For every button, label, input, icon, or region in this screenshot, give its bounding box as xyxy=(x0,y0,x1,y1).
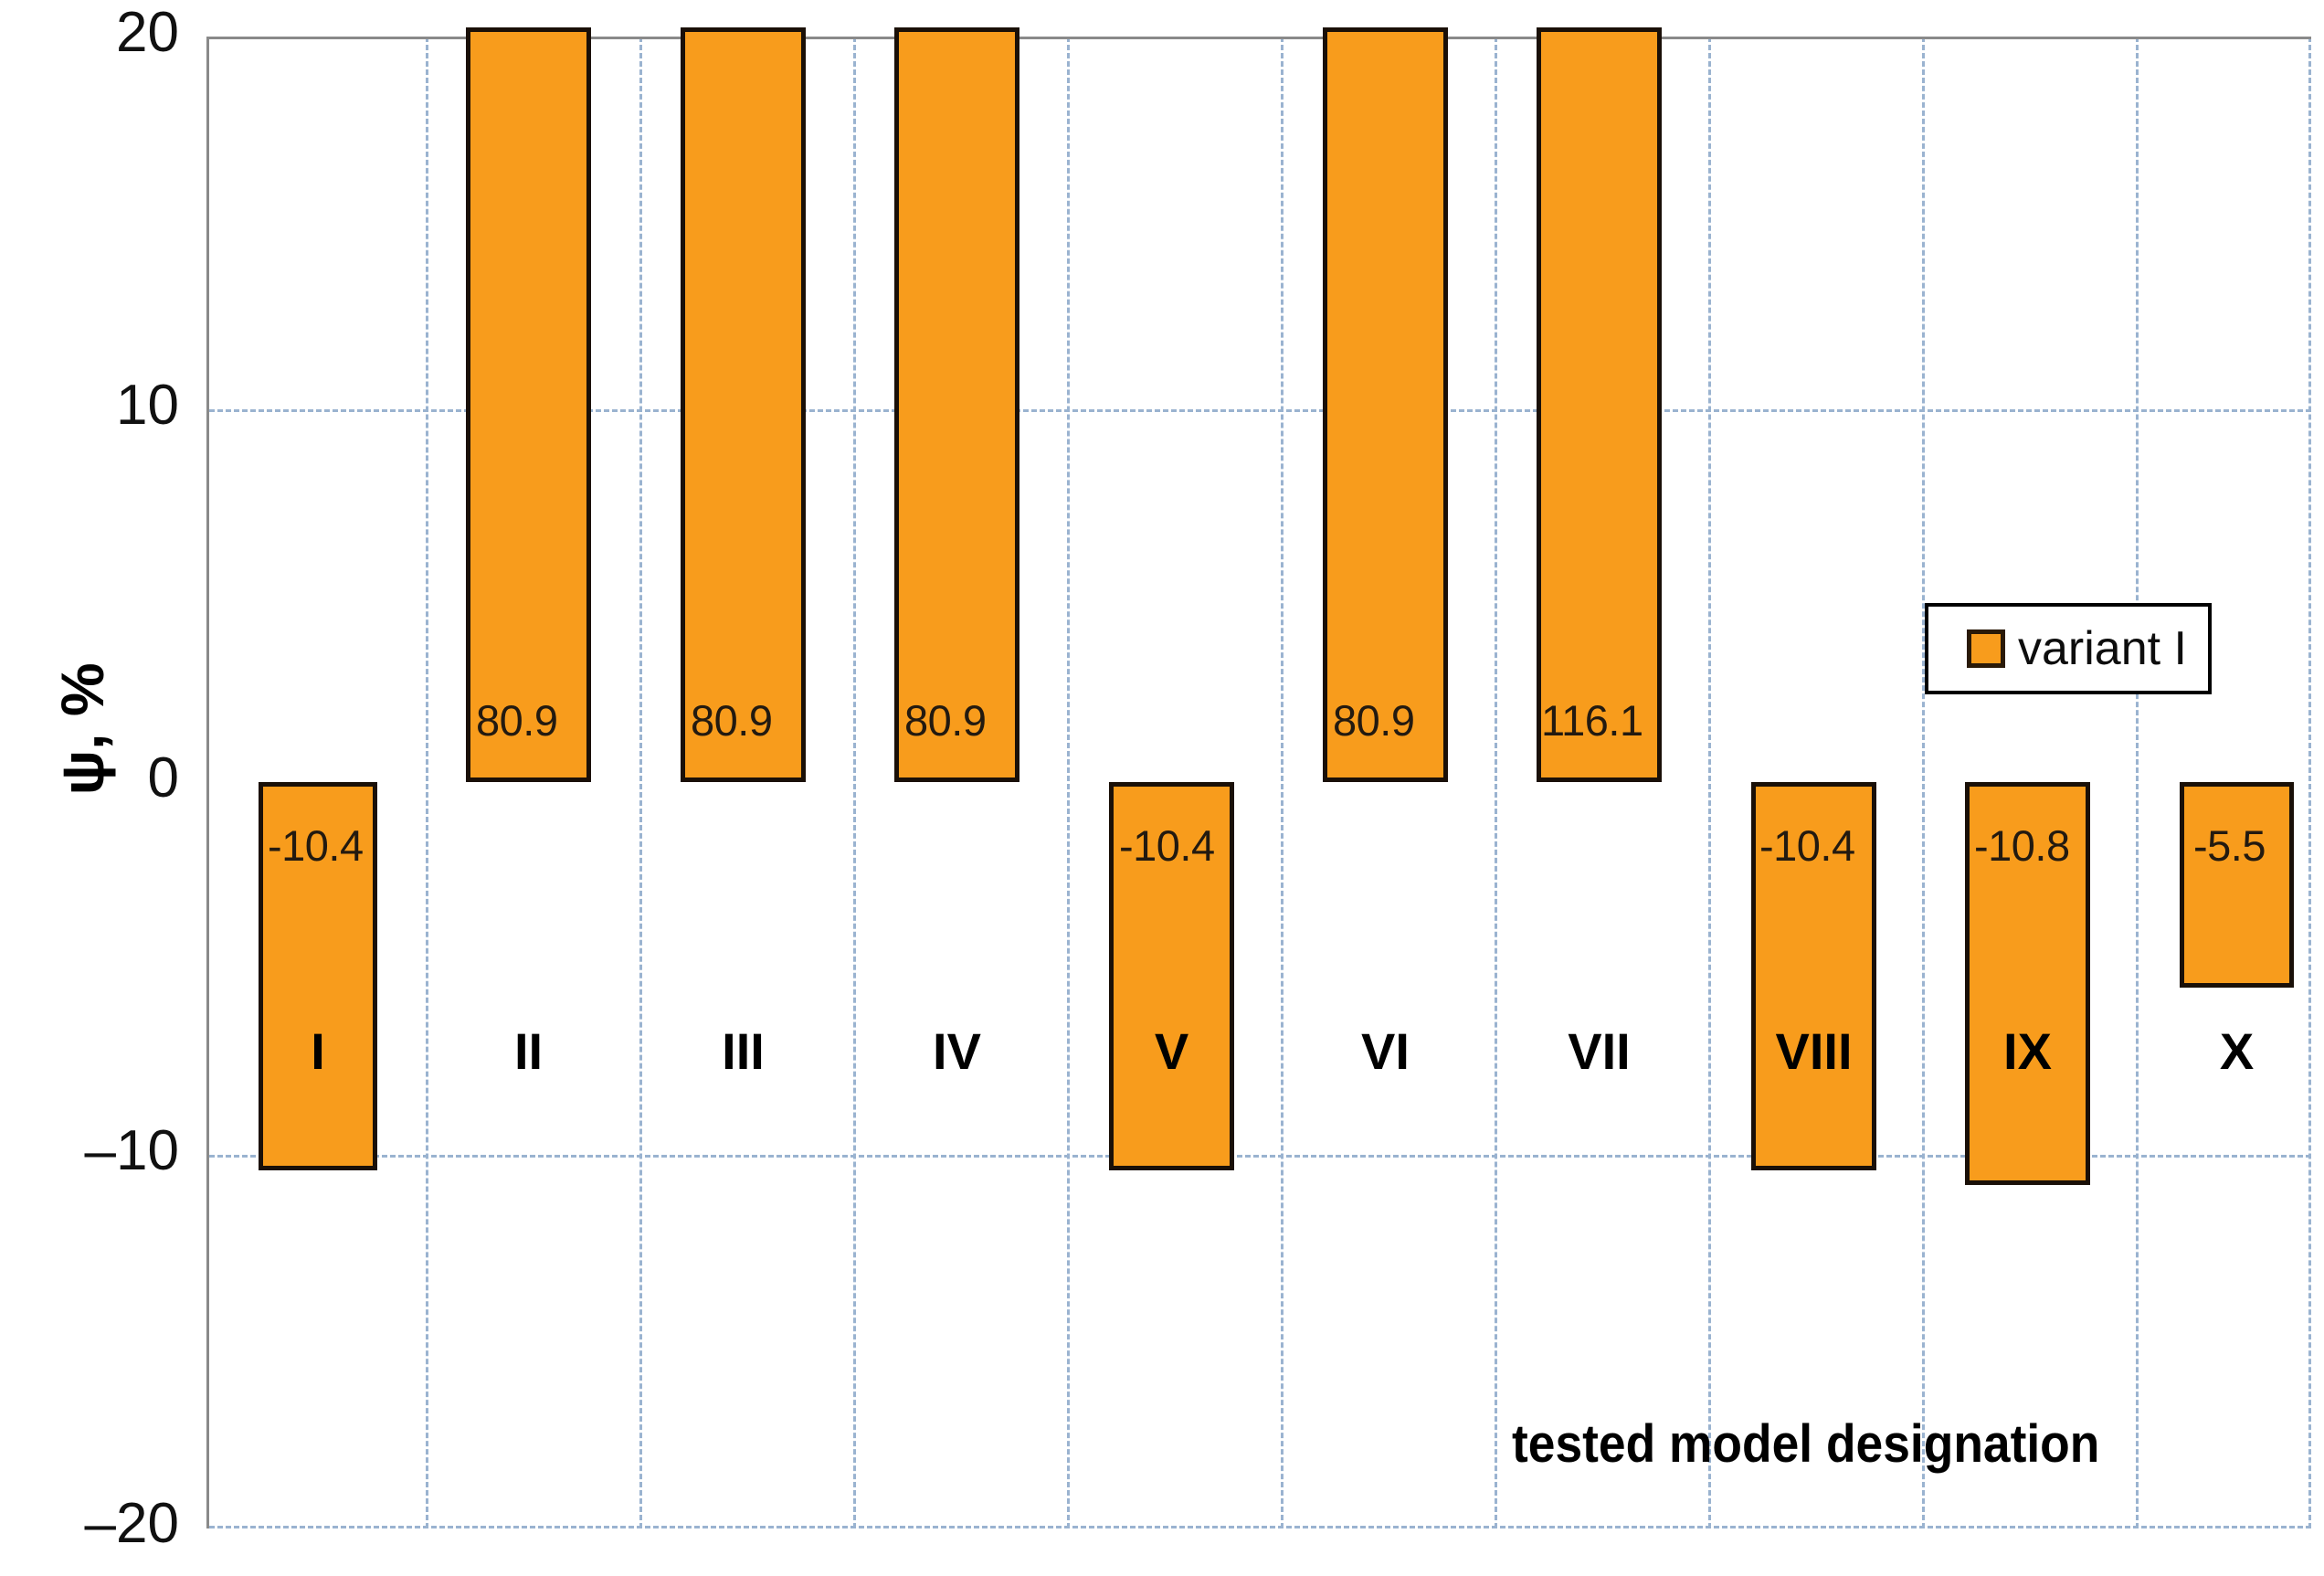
gridline-x-right xyxy=(2308,37,2311,1528)
value-label-VI: 80.9 xyxy=(1333,696,1415,745)
value-label-IX: -10.8 xyxy=(1974,821,2070,870)
category-label-V: V xyxy=(1154,1022,1189,1080)
bar-VIII[interactable] xyxy=(1751,782,1876,1170)
gridline-x-6 xyxy=(1495,37,1497,1528)
category-label-VI: VI xyxy=(1361,1022,1410,1080)
plot-area: -10.4 80.9 80.9 80.9 -10.4 80.9 116.1 -1… xyxy=(206,27,2311,1528)
value-label-V: -10.4 xyxy=(1119,821,1215,870)
category-label-II: II xyxy=(513,1022,544,1080)
x-axis-title: tested model designation xyxy=(1512,1414,2100,1474)
bar-I[interactable] xyxy=(259,782,377,1170)
gridline-x-4 xyxy=(1067,37,1070,1528)
y-tick-0: 0 xyxy=(147,746,179,809)
legend-swatch-variant-i xyxy=(1967,629,2005,668)
y-tick-neg20: –20 xyxy=(84,1492,179,1555)
gridline-y-neg10 xyxy=(209,1155,2311,1158)
legend-label-variant-i: variant I xyxy=(2018,622,2187,675)
gridline-x-3 xyxy=(853,37,856,1528)
gridline-y-10 xyxy=(209,409,2311,412)
value-label-VII: 116.1 xyxy=(1541,696,1643,745)
category-label-III: III xyxy=(722,1022,765,1080)
bar-II[interactable] xyxy=(466,27,591,782)
category-label-IV: IV xyxy=(933,1022,981,1080)
bar-VII[interactable] xyxy=(1537,27,1662,782)
value-label-X: -5.5 xyxy=(2193,821,2266,870)
gridline-x-7 xyxy=(1708,37,1711,1528)
bar-IV[interactable] xyxy=(894,27,1019,782)
bar-V[interactable] xyxy=(1109,782,1234,1170)
category-label-X: X xyxy=(2219,1022,2255,1080)
y-tick-neg10: –10 xyxy=(84,1119,179,1182)
y-axis-tick-labels: 20 10 0 –10 –20 xyxy=(0,0,179,1576)
value-label-IV: 80.9 xyxy=(904,696,987,745)
category-label-VII: VII xyxy=(1568,1022,1631,1080)
zero-axis-line xyxy=(209,37,2311,39)
gridline-x-1 xyxy=(426,37,428,1528)
gridline-x-9 xyxy=(2136,37,2139,1528)
value-label-I: -10.4 xyxy=(268,821,364,870)
value-label-VIII: -10.4 xyxy=(1759,821,1855,870)
gridline-y-neg20 xyxy=(209,1526,2311,1528)
value-label-II: 80.9 xyxy=(476,696,558,745)
category-label-I: I xyxy=(311,1022,325,1080)
gridline-x-8 xyxy=(1922,37,1925,1528)
gridline-x-5 xyxy=(1281,37,1283,1528)
y-axis-title: ψ, % xyxy=(48,662,116,796)
bar-III[interactable] xyxy=(681,27,806,782)
bar-IX[interactable] xyxy=(1965,782,2090,1185)
bar-VI[interactable] xyxy=(1323,27,1448,782)
category-label-IX: IX xyxy=(2003,1022,2052,1080)
y-tick-20: 20 xyxy=(116,1,179,64)
gridline-x-2 xyxy=(639,37,642,1528)
category-label-VIII: VIII xyxy=(1775,1022,1853,1080)
legend[interactable]: variant I xyxy=(1925,603,2212,694)
bar-X[interactable] xyxy=(2180,782,2294,988)
y-tick-10: 10 xyxy=(116,374,179,437)
value-label-III: 80.9 xyxy=(691,696,773,745)
